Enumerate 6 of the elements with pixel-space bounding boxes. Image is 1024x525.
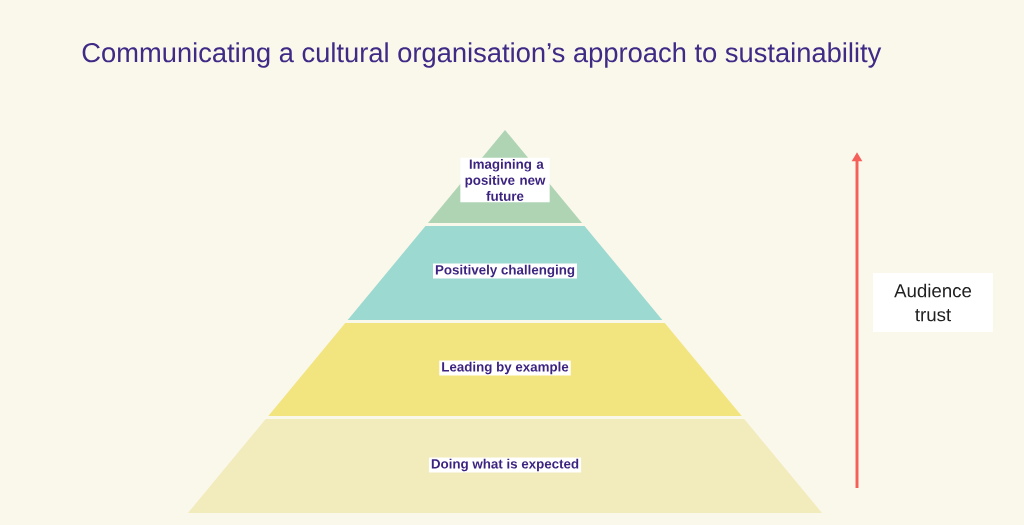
label-box: Audience trust [873,273,993,332]
pyramid-tier: Leading by example [268,323,742,416]
pyramid-tier: Imagining a positive new future [428,130,582,223]
pyramid-tier: Positively challenging [347,226,663,320]
pyramid-tier: Doing what is expected [188,419,822,513]
title: Communicating a cultural organisation’s approach to sustainability [82,42,882,68]
